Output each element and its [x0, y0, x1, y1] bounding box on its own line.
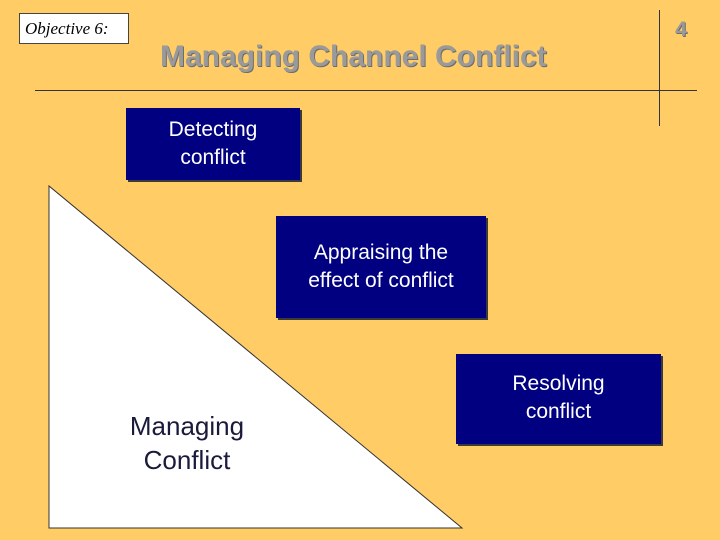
page-title: Managing Channel Conflict	[160, 40, 547, 73]
triangle-label: Managing Conflict	[129, 411, 245, 475]
page-number: 4	[675, 18, 687, 41]
step-label: Detecting conflict	[168, 118, 258, 169]
step-resolving-conflict: Resolving conflict	[456, 354, 661, 444]
step-label: Appraising the effect of conflict	[308, 241, 454, 292]
objective-label: Objective 6:	[19, 13, 129, 44]
step-appraising-effect: Appraising the effect of conflict	[276, 216, 486, 318]
step-detecting-conflict: Detecting conflict	[126, 108, 300, 180]
title-divider-horizontal	[35, 90, 697, 91]
title-divider-vertical	[659, 10, 660, 126]
step-label: Resolving conflict	[512, 372, 605, 423]
